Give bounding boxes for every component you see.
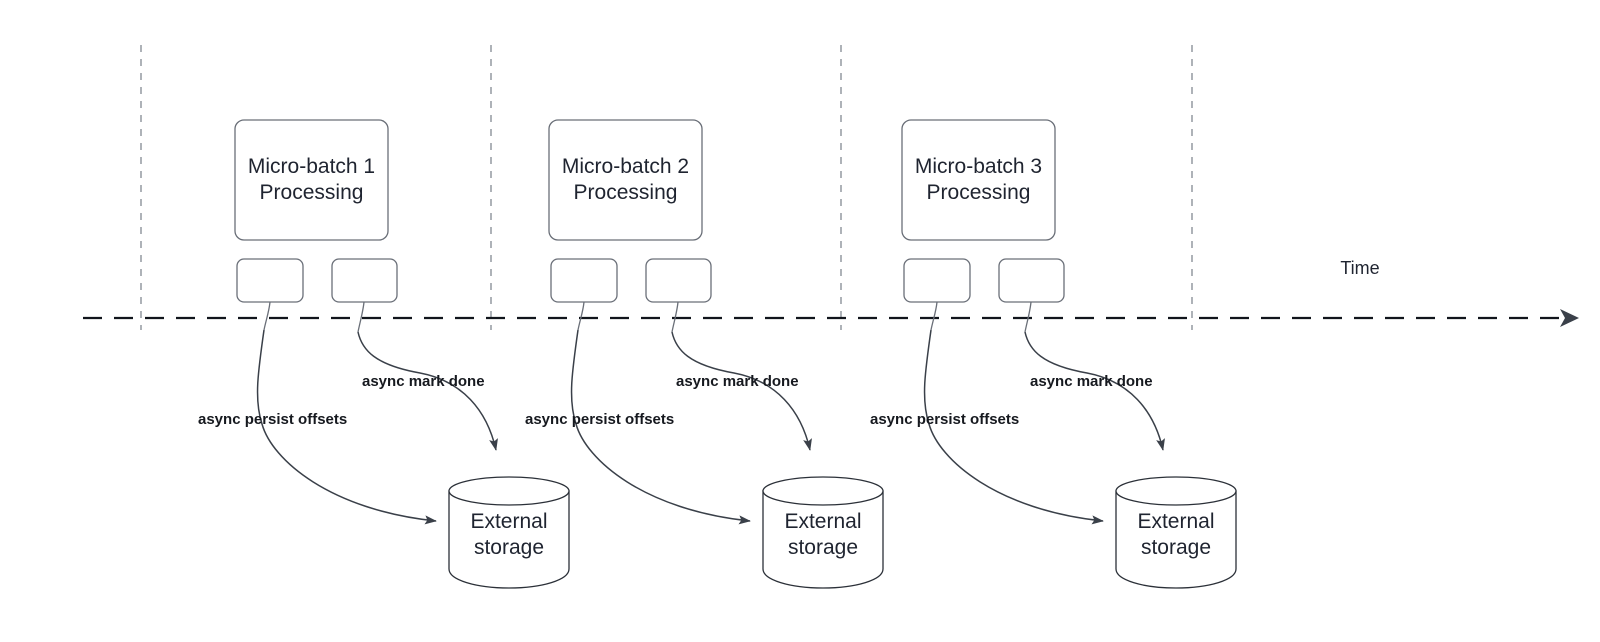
batch-3-persist-offsets-label: async persist offsets [870,411,1019,428]
batch-1-task-b-stub [357,301,365,333]
batch-3-storage-top [1115,476,1237,506]
batch-3-mark-done-curve [1024,331,1165,451]
batch-1-mark-done-label: async mark done [362,373,485,390]
batch-3-task-a-box[interactable] [903,258,971,303]
batch-1-task-a-stub [263,301,271,331]
batch-2-task-a-box[interactable] [550,258,618,303]
arrow-right-icon [1560,309,1579,327]
batch-group-3: Micro-batch 3 Processing async persist o… [870,119,1237,589]
batch-1-persist-offsets-curve [256,329,437,525]
batch-group-1: Micro-batch 1 Processing async persist o… [198,119,570,589]
batch-2-task-b-stub [671,301,679,333]
batch-3-task-a-stub [930,301,938,331]
batch-2-processing-box[interactable] [548,119,703,241]
batch-1-task-a-box[interactable] [236,258,304,303]
batch-1-storage-body [448,490,570,589]
batch-3-mark-done-label: async mark done [1030,373,1153,390]
batch-1-mark-done-curve [357,331,498,451]
batch-group-2: Micro-batch 2 Processing async persist o… [525,119,884,589]
batch-2-storage-label-line1: External [784,510,861,533]
batch-1-storage-top [448,476,570,506]
batch-3-storage-body [1115,490,1237,589]
batch-3-title-line1: Micro-batch 3 [915,155,1042,178]
batch-1-persist-offsets-label: async persist offsets [198,411,347,428]
batch-1-storage-label-line2: storage [474,536,544,559]
batch-3-persist-offsets-curve [923,329,1104,525]
batch-2-storage-top [762,476,884,506]
batch-3-title-line2: Processing [927,181,1031,204]
batch-1-external-storage[interactable]: External storage [448,476,570,589]
batch-1-processing-box[interactable] [234,119,389,241]
batch-1-title-line1: Micro-batch 1 [248,155,375,178]
batch-2-storage-body [762,490,884,589]
batch-3-external-storage[interactable]: External storage [1115,476,1237,589]
batch-1-title-line2: Processing [260,181,364,204]
batch-2-persist-offsets-label: async persist offsets [525,411,674,428]
batch-2-persist-offsets-curve [570,329,751,525]
batch-2-title-line1: Micro-batch 2 [562,155,689,178]
batch-3-processing-box[interactable] [901,119,1056,241]
batch-3-storage-label-line2: storage [1141,536,1211,559]
batch-2-title-line2: Processing [574,181,678,204]
time-axis: Time [83,258,1579,327]
batch-2-mark-done-label: async mark done [676,373,799,390]
batch-2-external-storage[interactable]: External storage [762,476,884,589]
batch-2-storage-label-line2: storage [788,536,858,559]
batch-1-storage-label-line1: External [470,510,547,533]
batch-2-mark-done-curve [671,331,812,451]
batch-3-storage-label-line1: External [1137,510,1214,533]
batch-3-task-b-stub [1024,301,1032,333]
time-axis-label: Time [1340,258,1379,278]
batch-2-task-b-box[interactable] [645,258,712,303]
batch-1-task-b-box[interactable] [331,258,398,303]
timeline-boundary-ticks [140,45,1193,330]
batch-2-task-a-stub [577,301,585,331]
batch-3-task-b-box[interactable] [998,258,1065,303]
